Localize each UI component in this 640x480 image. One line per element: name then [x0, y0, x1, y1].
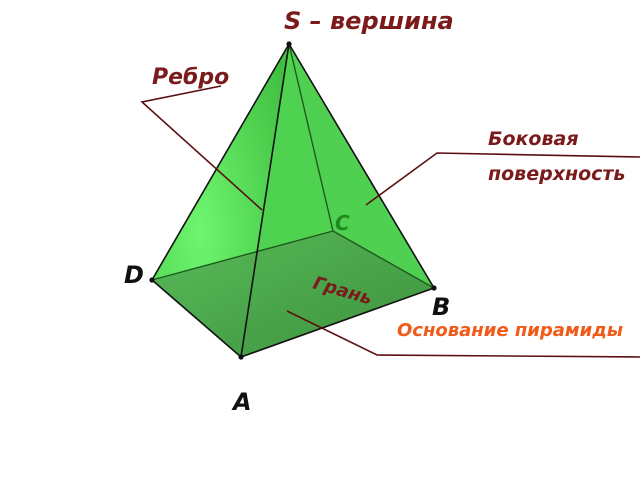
edge-sb: [288, 43, 435, 289]
vertex-dot-d: [149, 277, 155, 283]
lateral-surface-label-line1: Боковая: [488, 128, 579, 150]
edge-sa: [240, 43, 290, 358]
vertex-label-a: A: [231, 388, 252, 416]
apex-label: S – вершина: [284, 7, 454, 35]
edge-cb: [332, 230, 435, 289]
base-label: Основание пирамиды: [397, 320, 623, 341]
leader-edge: [140, 85, 263, 211]
lateral-surface-label-line2: поверхность: [488, 163, 625, 185]
edge-label: Ребро: [152, 65, 229, 90]
vertex-dot-b: [431, 285, 437, 291]
vertex-dot-s: [286, 41, 292, 47]
leader-base: [286, 310, 640, 358]
edge-da: [151, 279, 242, 358]
leader-lateral-surface: [365, 152, 640, 206]
edge-ab: [240, 287, 435, 358]
edge-sc: [288, 43, 334, 232]
vertex-dot-a: [238, 354, 244, 360]
vertex-label-c: C: [335, 211, 350, 235]
vertex-label-b: B: [432, 293, 450, 321]
vertex-label-d: D: [124, 261, 144, 289]
edge-sd: [151, 43, 290, 281]
base-abcd: [152, 231, 434, 357]
edge-dc: [151, 230, 334, 281]
